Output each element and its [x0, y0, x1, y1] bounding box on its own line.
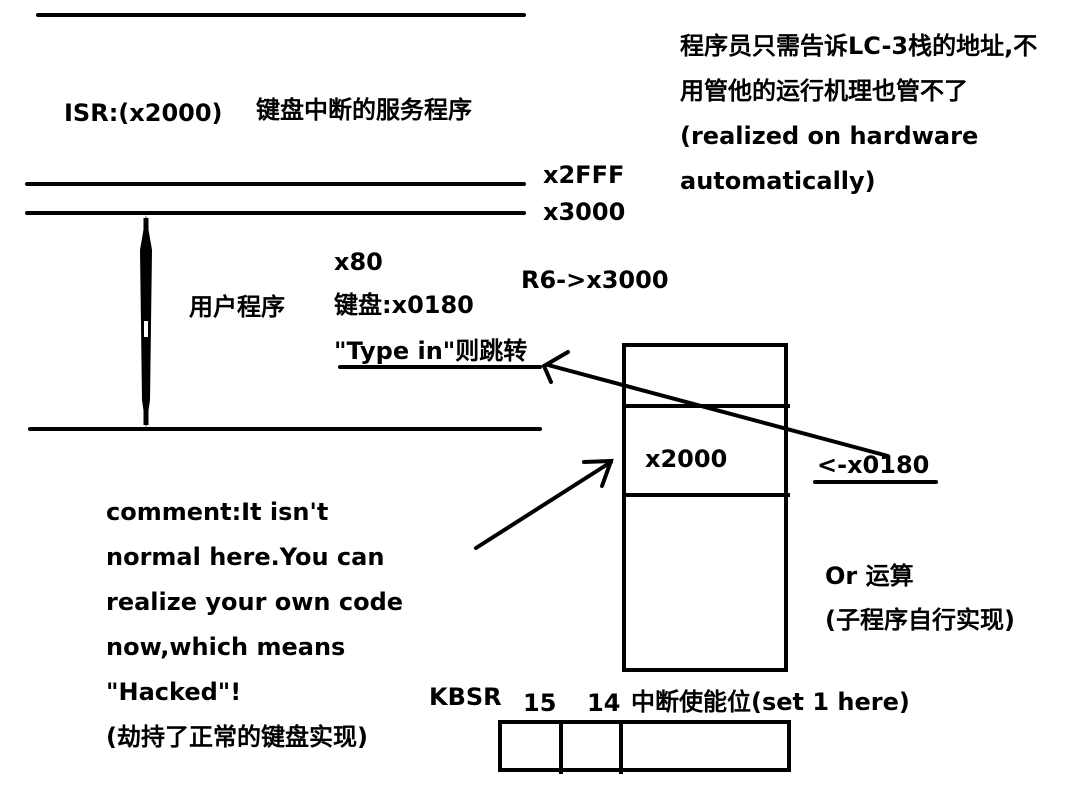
kbsr-register-box: [498, 720, 791, 772]
comment-line: "Hacked"!: [106, 678, 242, 706]
comment-line: (劫持了正常的键盘实现): [106, 723, 368, 751]
isr-description: 键盘中断的服务程序: [256, 96, 472, 124]
comment-line: realize your own code: [106, 588, 404, 616]
type-in-jump-label: "Type in"则跳转: [334, 337, 528, 365]
note-line: 用管他的运行机理也管不了: [680, 77, 968, 105]
vector-entry-value: x2000: [645, 445, 728, 473]
kbsr-bit14-label: 14: [587, 689, 621, 717]
comment-line: now,which means: [106, 633, 346, 661]
note-line: automatically): [680, 167, 876, 195]
note-line: (realized on hardware: [680, 122, 979, 150]
kbsr-bit15-label: 15: [523, 689, 557, 717]
or-operation-note: (子程序自行实现): [825, 606, 1015, 634]
comment-line: comment:It isn't: [106, 498, 329, 526]
comment-line: normal here.You can: [106, 543, 385, 571]
vector-entry-pointer: <-x0180: [817, 451, 930, 479]
isr-label: ISR:(x2000): [64, 99, 223, 127]
jump-arrow: [541, 350, 890, 458]
note-line: 程序员只需告诉LC-3栈的地址,不: [680, 32, 1038, 60]
user-program-range-arrow: [140, 215, 152, 428]
r6-pointer-label: R6->x3000: [521, 266, 669, 294]
address-x3000: x3000: [543, 198, 626, 226]
address-x2fff: x2FFF: [543, 161, 625, 189]
kbsr-bit14-description: 中断使能位(set 1 here): [631, 688, 910, 716]
hack-arrow: [474, 458, 614, 550]
top-right-note: 程序员只需告诉LC-3栈的地址,不 用管他的运行机理也管不了 (realized…: [680, 24, 1037, 204]
vector-x80-label: x80: [334, 248, 383, 276]
vector-table-box: [622, 343, 788, 672]
hack-comment: comment:It isn't normal here.You can rea…: [106, 490, 403, 760]
keyboard-vector-label: 键盘:x0180: [334, 291, 474, 319]
user-program-label: 用户程序: [189, 293, 285, 321]
kbsr-label: KBSR: [429, 683, 502, 711]
or-operation-label: Or 运算: [825, 562, 914, 590]
